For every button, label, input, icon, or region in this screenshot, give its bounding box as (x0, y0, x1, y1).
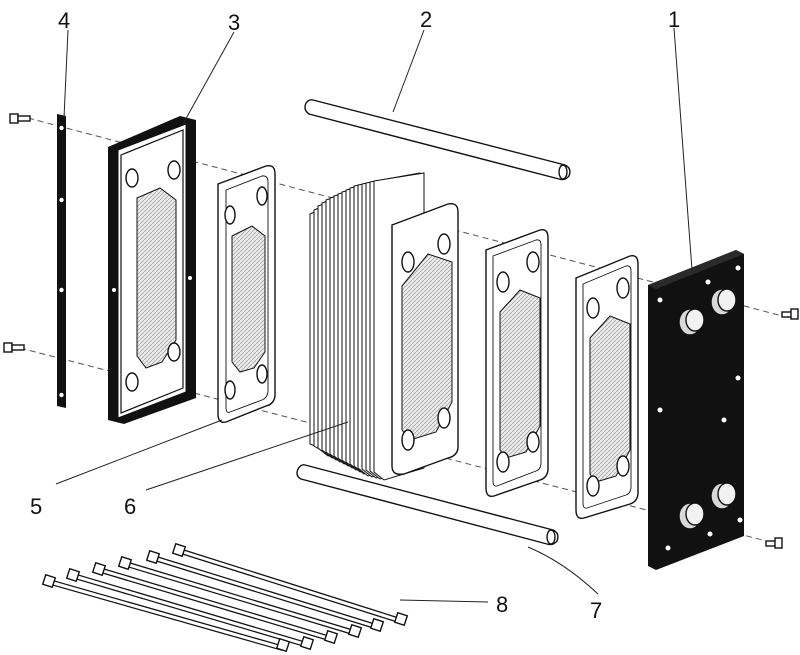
label-6: 6 (124, 494, 136, 519)
part-8-tie-rods (41, 542, 409, 653)
leader-5 (55, 419, 223, 485)
tie-rod (41, 573, 291, 653)
gasket-plate-middle (485, 228, 549, 498)
label-7: 7 (590, 598, 602, 623)
leader-3 (182, 31, 235, 125)
tie-rod (117, 555, 363, 639)
tie-rod (91, 561, 339, 645)
port-lower-right (710, 482, 737, 510)
port-lower-left (678, 502, 705, 530)
leader-1 (673, 27, 693, 271)
label-2: 2 (420, 7, 432, 32)
part-5-gasket (217, 164, 276, 424)
label-3: 3 (228, 10, 240, 35)
bolt-upper-left (9, 113, 31, 124)
part-7-lower-rod (296, 464, 559, 546)
leader-lines (55, 27, 693, 603)
label-8: 8 (496, 592, 508, 617)
port-upper-left (678, 308, 705, 336)
port-upper-right (710, 288, 737, 316)
part-1-end-plate (648, 250, 744, 570)
label-5: 5 (30, 494, 42, 519)
leader-2 (392, 29, 425, 113)
label-4: 4 (58, 8, 70, 33)
leader-6 (145, 421, 349, 491)
tie-rod (145, 549, 385, 633)
part-6-plate-pack (309, 172, 459, 481)
tie-rod (171, 542, 409, 627)
bolt-lower-left (3, 342, 25, 353)
leader-7 (527, 546, 599, 595)
leader-4 (63, 29, 69, 119)
gasket-plate-right (575, 254, 639, 520)
part-2-upper-rod (304, 99, 571, 181)
lower-axis-line (19, 347, 771, 543)
part-3-frame-plate (108, 116, 196, 424)
part-4-strip (57, 114, 66, 408)
bolt-upper-right (781, 308, 799, 320)
tie-rod (65, 567, 315, 651)
label-1: 1 (668, 7, 680, 32)
leader-8 (399, 599, 489, 603)
bolt-lower-right (765, 537, 783, 549)
